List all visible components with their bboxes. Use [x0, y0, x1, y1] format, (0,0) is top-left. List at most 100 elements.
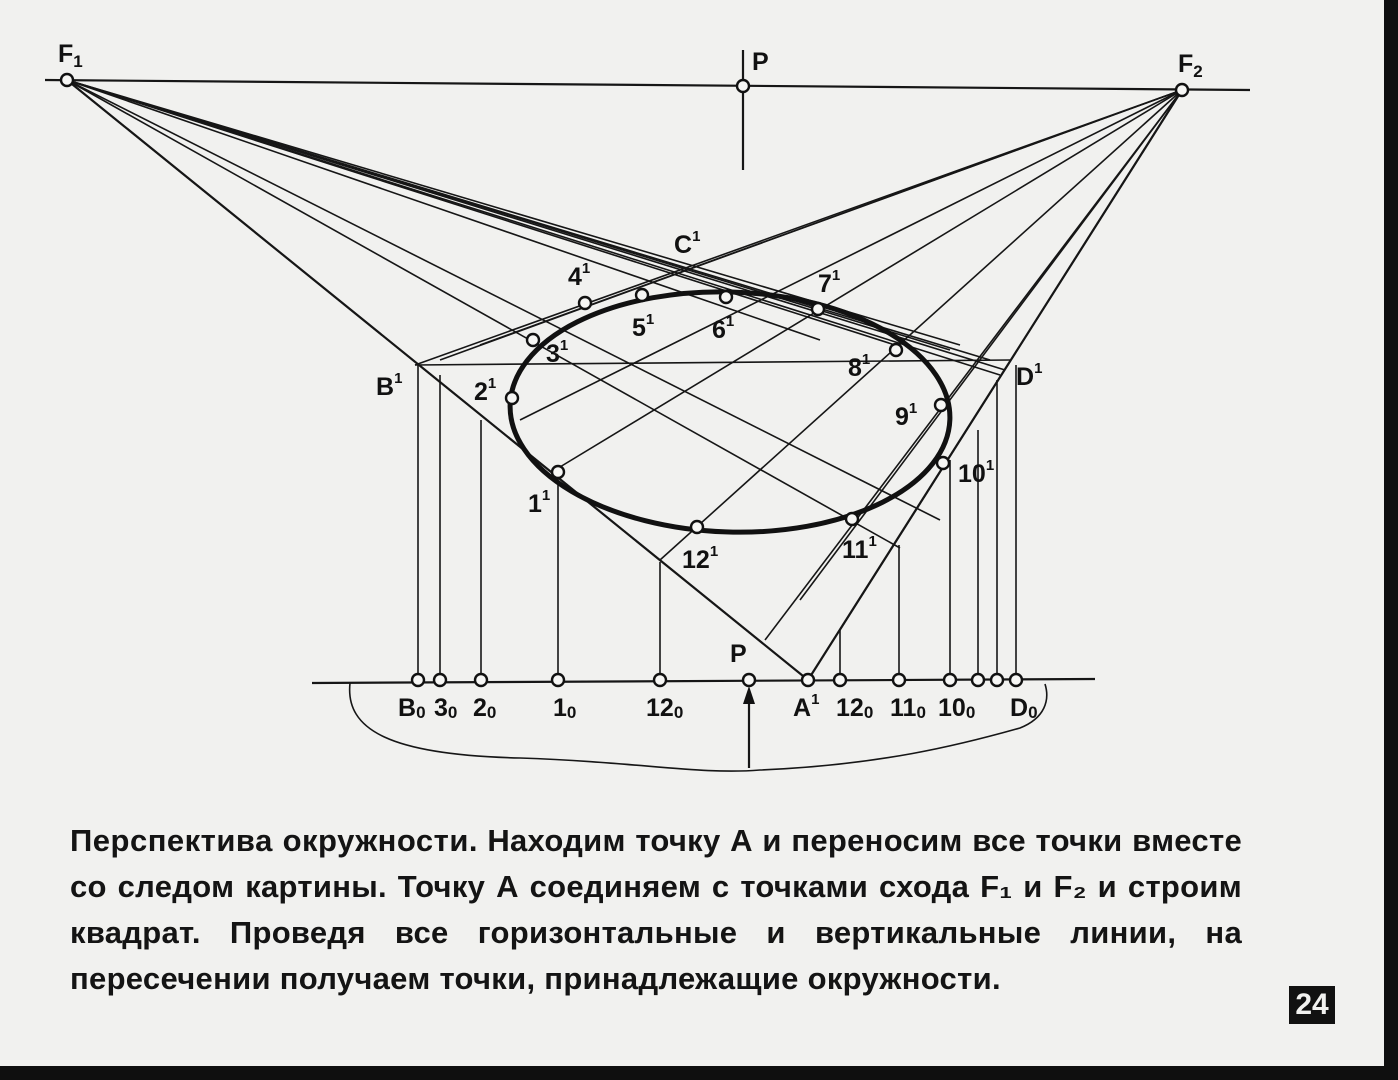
point-25	[933, 397, 949, 413]
base-label-sub: 0	[567, 703, 576, 722]
point-26	[935, 455, 951, 471]
point-label-main: 8	[848, 354, 862, 382]
base-label-main: 3	[434, 694, 448, 722]
label-f1: F1	[58, 40, 83, 71]
base-label-main: 2	[473, 694, 487, 722]
base-label-sub: 0	[1028, 703, 1037, 722]
point-label-4: 41	[568, 260, 590, 291]
base-label-sub: 0	[864, 703, 873, 722]
base-label-main: 12	[836, 694, 864, 722]
point-14	[970, 672, 986, 688]
edge-f1-a	[66, 79, 809, 681]
caption-body: Находим точку А и переносим все точки вм…	[70, 823, 1242, 996]
base-label-main: 1	[553, 694, 567, 722]
ray-f2-4	[479, 89, 1183, 346]
point-label-main: 11	[842, 536, 869, 564]
base-label-sub: 0	[416, 703, 425, 722]
point-label-sup: 1	[909, 400, 917, 417]
point-label-sup: 1	[646, 311, 654, 328]
point-2	[1174, 82, 1190, 98]
page-number: 24	[1289, 986, 1335, 1024]
point-16	[1008, 672, 1024, 688]
point-28	[689, 519, 705, 535]
point-label-7: 71	[818, 267, 840, 298]
ray-f1-6	[66, 79, 951, 351]
point-22	[718, 289, 734, 305]
label-p-bottom: P	[730, 640, 747, 668]
ray-f2-6	[659, 89, 1183, 561]
point-label-sup: 1	[488, 375, 496, 392]
base-label-2: 30	[434, 694, 457, 722]
point-6	[473, 672, 489, 688]
point-13	[942, 672, 958, 688]
point-label-10: 101	[958, 457, 994, 488]
label-c1: C1	[674, 228, 700, 259]
ray-f1-8	[66, 79, 821, 341]
base-label-main: 12	[646, 694, 674, 722]
point-label-main: 5	[632, 314, 646, 342]
ray-f2-10	[519, 89, 1183, 421]
base-label-sub: 0	[674, 703, 683, 722]
point-3	[735, 78, 751, 94]
edge-bd	[414, 359, 1011, 366]
point-15	[989, 672, 1005, 688]
ray-f1-9	[66, 79, 1001, 376]
point-label-1: 11	[528, 487, 550, 518]
label-b1: B1	[376, 370, 402, 401]
frame-edge	[1384, 0, 1398, 1080]
point-label-main: 4	[568, 263, 582, 291]
base-label-4: 10	[553, 694, 576, 722]
point-label-sup: 1	[710, 543, 718, 560]
base-label-main: 10	[938, 694, 966, 722]
point-label-sup: 1	[832, 267, 840, 284]
point-label-8: 81	[848, 351, 870, 382]
construction-points	[59, 72, 1190, 688]
point-label-5: 51	[632, 311, 654, 342]
ground-outline	[348, 682, 1048, 772]
point-label-3: 31	[546, 337, 568, 368]
ray-f2-8	[799, 89, 1183, 601]
point-18	[504, 390, 520, 406]
point-27	[844, 511, 860, 527]
point-label-main: 6	[712, 316, 726, 344]
point-label-sup: 1	[862, 351, 870, 368]
ray-f1-3	[66, 79, 941, 521]
base-label-sub: 0	[916, 703, 925, 722]
caption-title: Перспектива окружности.	[70, 823, 479, 858]
point-23	[810, 301, 826, 317]
point-17	[550, 464, 566, 480]
point-label-12: 121	[682, 543, 718, 574]
point-9	[741, 672, 757, 688]
rays-from-f2	[414, 89, 1183, 681]
point-1	[59, 72, 75, 88]
point-21	[634, 287, 650, 303]
point-label-6: 61	[712, 313, 734, 344]
point-label-sup: 1	[560, 337, 568, 354]
vertical-projectors	[417, 365, 1017, 680]
point-label-main: 9	[895, 403, 909, 431]
point-label-main: 3	[546, 340, 560, 368]
point-label-9: 91	[895, 400, 917, 431]
point-label-main: 7	[818, 270, 832, 298]
base-label-main: 11	[890, 694, 917, 722]
ray-f2-5	[554, 89, 1183, 471]
point-5	[432, 672, 448, 688]
ray-f1-2	[66, 79, 901, 549]
caption: Перспектива окружности. Находим точку А …	[70, 818, 1242, 1002]
point-label-2: 21	[474, 375, 496, 406]
base-label-sub: 0	[448, 703, 457, 722]
label-p-top: P	[752, 48, 769, 76]
base-label-6: 120	[836, 694, 873, 722]
point-19	[525, 332, 541, 348]
point-label-sup: 1	[986, 457, 994, 474]
base-label-1: B0	[398, 694, 426, 722]
point-label-sup: 1	[726, 313, 734, 330]
point-label-sup: 1	[868, 533, 876, 550]
point-12	[891, 672, 907, 688]
point-label-main: 10	[958, 460, 986, 488]
point-10	[800, 672, 816, 688]
